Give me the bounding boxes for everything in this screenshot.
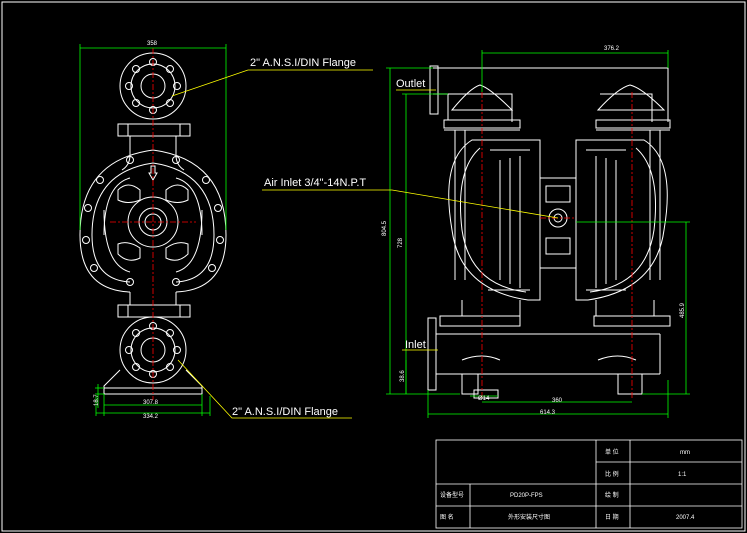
leader-lines: [171, 69, 559, 419]
side-dimensions: [386, 50, 690, 418]
dim-side-base-small: 38.6: [400, 370, 406, 382]
dim-side-mid-height: 728: [398, 237, 404, 248]
tb-unit-label: 单 位: [605, 448, 619, 456]
dim-side-top: 376.2: [604, 46, 620, 52]
dim-side-mid-width: 360: [552, 398, 563, 404]
tb-name-value: 外形安装尺寸图: [508, 513, 550, 521]
tb-drawn-label: 绘 制: [605, 491, 619, 499]
label-flange-top: 2" A.N.S.I/DIN Flange: [250, 57, 356, 69]
front-dimensions: [79, 44, 227, 416]
tb-scale-value: 1:1: [678, 472, 687, 478]
label-flange-bottom: 2" A.N.S.I/DIN Flange: [232, 406, 338, 418]
title-block: [435, 439, 743, 529]
front-centerlines: [110, 48, 196, 400]
tb-model-value: PD20P-FPS: [510, 493, 543, 499]
dim-front-base-outer: 334.2: [143, 414, 159, 420]
tb-unit-value: mm: [680, 450, 690, 456]
tb-date-label: 日 期: [605, 513, 619, 521]
label-outlet: Outlet: [396, 78, 425, 90]
dim-side-total-height: 804.5: [382, 220, 388, 236]
label-air-inlet: Air Inlet 3/4"-14N.P.T: [264, 177, 366, 189]
dim-front-base-inner: 307.8: [143, 400, 159, 406]
dim-side-foot-offset: Ø14: [478, 396, 490, 402]
dim-side-right-height: 485.9: [680, 302, 686, 318]
dim-front-foot: 18.7: [94, 394, 100, 406]
label-inlet: Inlet: [405, 339, 426, 351]
side-centerlines: [481, 92, 633, 400]
dim-front-width: 358: [147, 41, 158, 47]
tb-date-value: 2007.4: [676, 515, 695, 521]
side-view: [427, 65, 671, 399]
tb-name-label: 图 名: [440, 513, 454, 521]
dim-side-total-width: 614.3: [540, 410, 556, 416]
center-air-block: [539, 177, 577, 269]
tb-model-label: 设备型号: [440, 491, 464, 499]
tb-scale-label: 比 例: [605, 470, 619, 478]
